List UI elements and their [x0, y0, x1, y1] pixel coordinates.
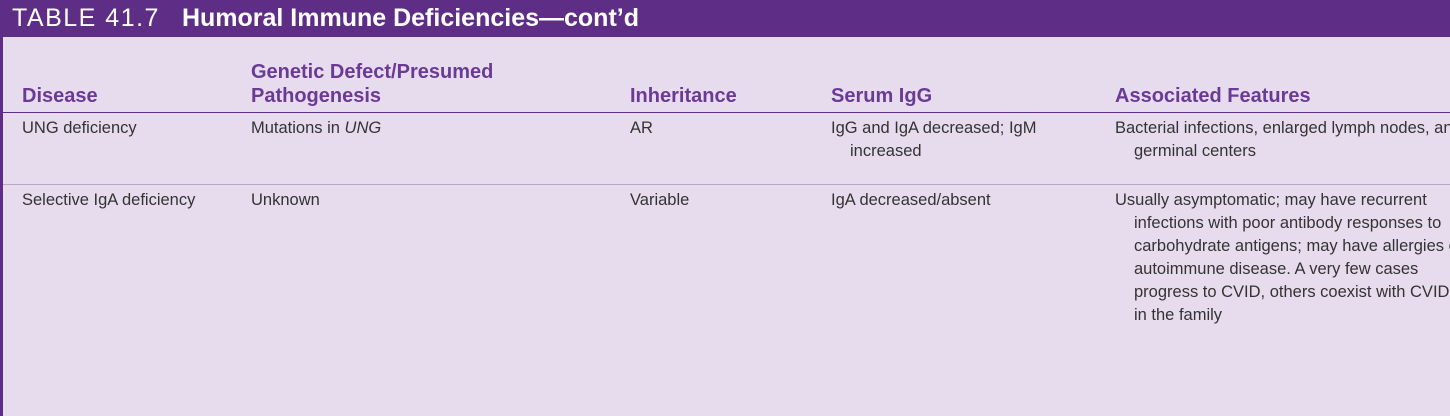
- serum-igg-cell: IgA decreased/absent: [831, 191, 991, 209]
- column-header-serum-igg: Serum IgG: [831, 85, 933, 107]
- column-header-genetic-defect: Genetic Defect/Presumed Pathogenesis: [251, 61, 494, 107]
- table-row: UNG deficiency Mutations in UNG AR IgG a…: [3, 113, 1450, 185]
- column-header-disease: Disease: [22, 85, 98, 107]
- column-header-associated-features: Associated Features: [1115, 85, 1311, 107]
- table-title: Humoral Immune Deficiencies—cont’d: [181, 4, 639, 32]
- associated-features-cell: Usually asymptomatic; may have recurrent…: [1115, 191, 1450, 324]
- table-title-bar: TABLE 41.7 Humoral Immune Deficiencies—c…: [3, 0, 1450, 37]
- associated-features-cell: Bacterial infections, enlarged lymph nod…: [1115, 119, 1450, 160]
- inheritance-cell: Variable: [630, 191, 690, 209]
- genetic-defect-cell: Unknown: [251, 191, 320, 209]
- serum-igg-cell: IgG and IgA decreased; IgM increased: [831, 119, 1037, 160]
- inheritance-cell: AR: [630, 119, 653, 137]
- gene-name: UNG: [344, 119, 382, 137]
- table-row: Selective IgA deficiency Unknown Variabl…: [3, 185, 1450, 415]
- disease-cell: Selective IgA deficiency: [22, 191, 196, 209]
- column-header-inheritance: Inheritance: [630, 85, 737, 107]
- table-number: TABLE 41.7: [12, 4, 160, 32]
- table-header-row: Disease Genetic Defect/Presumed Pathogen…: [3, 37, 1450, 113]
- disease-cell: UNG deficiency: [22, 119, 137, 137]
- genetic-defect-cell: Mutations in UNG: [251, 119, 382, 137]
